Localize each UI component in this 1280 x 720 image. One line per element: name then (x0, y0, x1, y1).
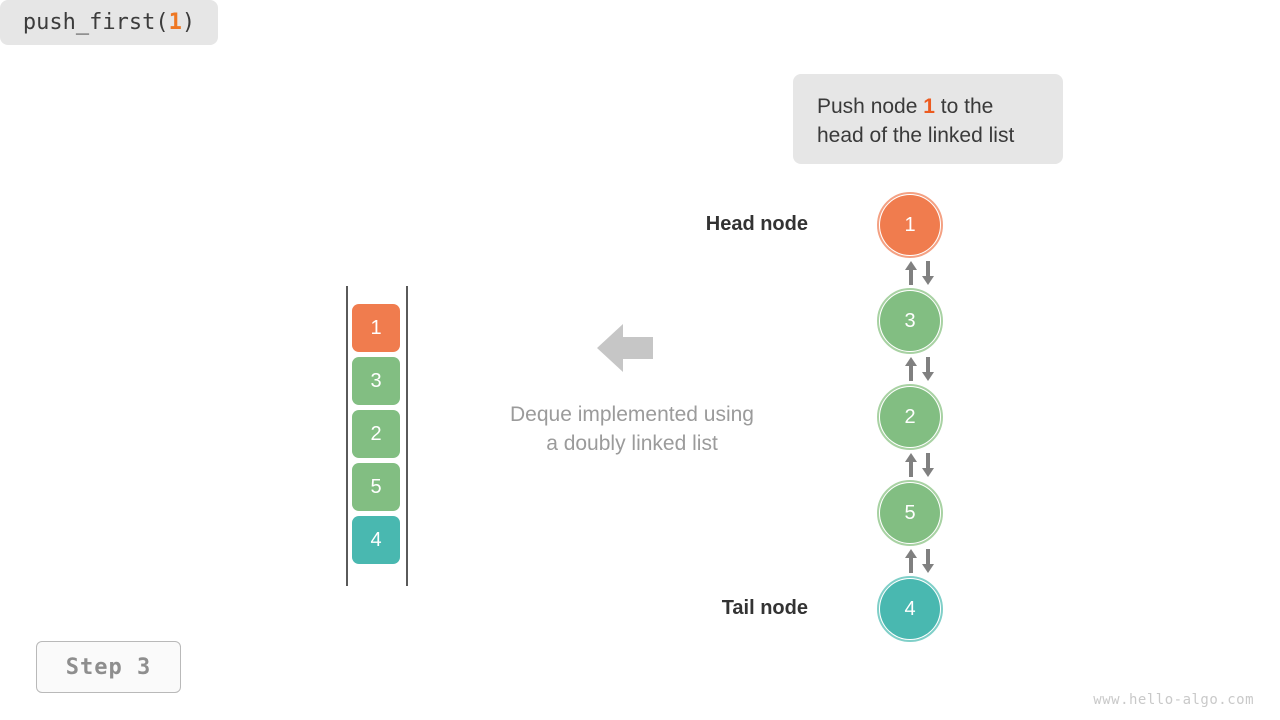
node-value: 2 (904, 406, 916, 428)
linked-list: 1 3 2 5 4 (877, 190, 960, 642)
watermark: www.hello-algo.com (1093, 692, 1254, 708)
node-ring (877, 384, 943, 450)
caption-line-1: Deque implemented using (510, 403, 754, 426)
stack-cell-value: 3 (370, 369, 382, 392)
stack-cell-value: 4 (370, 528, 382, 551)
node-value: 1 (904, 214, 916, 236)
stack-cell: 2 (352, 410, 400, 458)
stack-cell-value: 1 (370, 316, 382, 339)
node-ring (877, 192, 943, 258)
node-ring (877, 480, 943, 546)
linked-list-node: 5 (877, 480, 943, 546)
node-link-arrow (905, 549, 917, 573)
node-link-arrow (905, 453, 917, 477)
head-node-label: Head node (705, 213, 808, 235)
code-suffix: ) (181, 10, 196, 35)
stack-cell: 5 (352, 463, 400, 511)
transform-arrow-icon (597, 322, 653, 374)
stack-cell-list: 1 3 2 5 4 (352, 304, 400, 569)
linked-list-node: 4 (877, 576, 943, 642)
code-argument: 1 (168, 10, 182, 35)
node-ring (877, 576, 943, 642)
stack-cell: 1 (352, 304, 400, 352)
stack-column: 1 3 2 5 4 (346, 286, 408, 586)
linked-list-node: 1 (877, 192, 943, 258)
stack-cell-value: 2 (370, 422, 382, 445)
step-badge: Step 3 (36, 641, 181, 693)
linked-list-node: 3 (877, 288, 943, 354)
node-value: 3 (904, 310, 916, 332)
node-value: 5 (904, 502, 916, 524)
code-callout: push_first(1) (0, 0, 218, 45)
stack-cell: 3 (352, 357, 400, 405)
node-ring (877, 288, 943, 354)
node-link-arrow (922, 453, 934, 477)
node-link-arrow (922, 261, 934, 285)
node-link-arrow (922, 357, 934, 381)
linked-list-node: 2 (877, 384, 943, 450)
node-link-arrow (905, 261, 917, 285)
node-link-arrow (922, 549, 934, 573)
operation-callout: Push node 1 to the head of the linked li… (793, 74, 1063, 164)
stack-rail-left (346, 286, 348, 586)
stack-cell: 4 (352, 516, 400, 564)
operation-text-before: Push node (817, 95, 924, 118)
node-value: 4 (904, 598, 916, 620)
code-prefix: push_first( (22, 10, 169, 35)
tail-node-label: Tail node (721, 597, 808, 619)
stack-cell-value: 5 (370, 475, 382, 498)
caption-line-2: a doubly linked list (546, 432, 718, 455)
stack-rail-right (406, 286, 408, 586)
operation-highlight-value: 1 (923, 95, 935, 118)
operation-text-after: to the head of the linked list (817, 95, 1015, 147)
diagram-caption: Deque implemented using a doubly linked … (452, 400, 812, 458)
node-link-arrow (905, 357, 917, 381)
